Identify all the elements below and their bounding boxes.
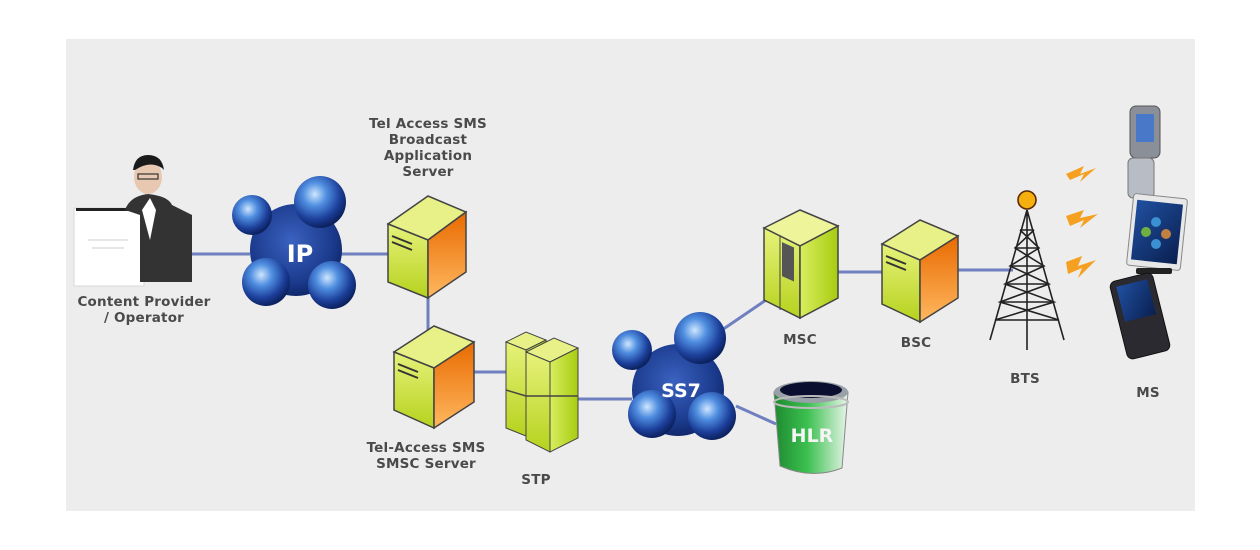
broadcast-server-label-line2: Broadcast xyxy=(388,132,468,148)
flip-phone xyxy=(1127,105,1161,199)
bsc-label: BSC xyxy=(900,335,932,351)
bar-phone xyxy=(1109,272,1171,360)
broadcast-server-icon xyxy=(386,195,468,300)
ip-cloud-icon xyxy=(232,176,356,309)
smsc-server-label: Tel-Access SMS SMSC Server xyxy=(346,440,506,472)
bsc-server-icon xyxy=(880,219,960,324)
smsc-server-label-line1: Tel-Access SMS xyxy=(366,440,486,456)
content-provider-label-line1: Content Provider xyxy=(77,294,211,310)
content-provider-label: Content Provider / Operator xyxy=(64,294,224,326)
smsc-server-icon xyxy=(392,325,476,430)
hlr-database-icon xyxy=(773,381,849,475)
links xyxy=(192,252,1013,426)
ip-cloud-label: IP xyxy=(287,240,314,268)
stp-cluster-icon xyxy=(504,331,580,453)
broadcast-server-label-line3: Application xyxy=(383,148,473,164)
content-provider-icon xyxy=(73,155,192,287)
ss7-cloud-label: SS7 xyxy=(661,380,701,402)
smsc-server-label-line2: SMSC Server xyxy=(376,456,476,472)
msc-rack-icon xyxy=(762,209,840,320)
msc-label: MSC xyxy=(783,332,817,348)
link-ss7-hlr xyxy=(735,404,777,426)
bts-label: BTS xyxy=(1010,371,1040,387)
hlr-label: HLR xyxy=(791,425,834,447)
ms-label: MS xyxy=(1136,385,1160,401)
stp-label: STP xyxy=(521,472,551,488)
signal-icon xyxy=(1066,166,1098,278)
ss7-cloud-icon xyxy=(612,312,736,440)
mobile-phones-icon xyxy=(1109,105,1188,360)
broadcast-server-label-line1: Tel Access SMS xyxy=(369,116,487,132)
content-provider-label-line2: / Operator xyxy=(103,310,185,326)
link-ss7-msc xyxy=(721,298,767,332)
broadcast-server-label: Tel Access SMS Broadcast Application Ser… xyxy=(348,116,508,180)
broadcast-server-label-line4: Server xyxy=(402,164,454,180)
bts-tower-icon xyxy=(989,190,1065,350)
smartphone xyxy=(1126,193,1188,274)
